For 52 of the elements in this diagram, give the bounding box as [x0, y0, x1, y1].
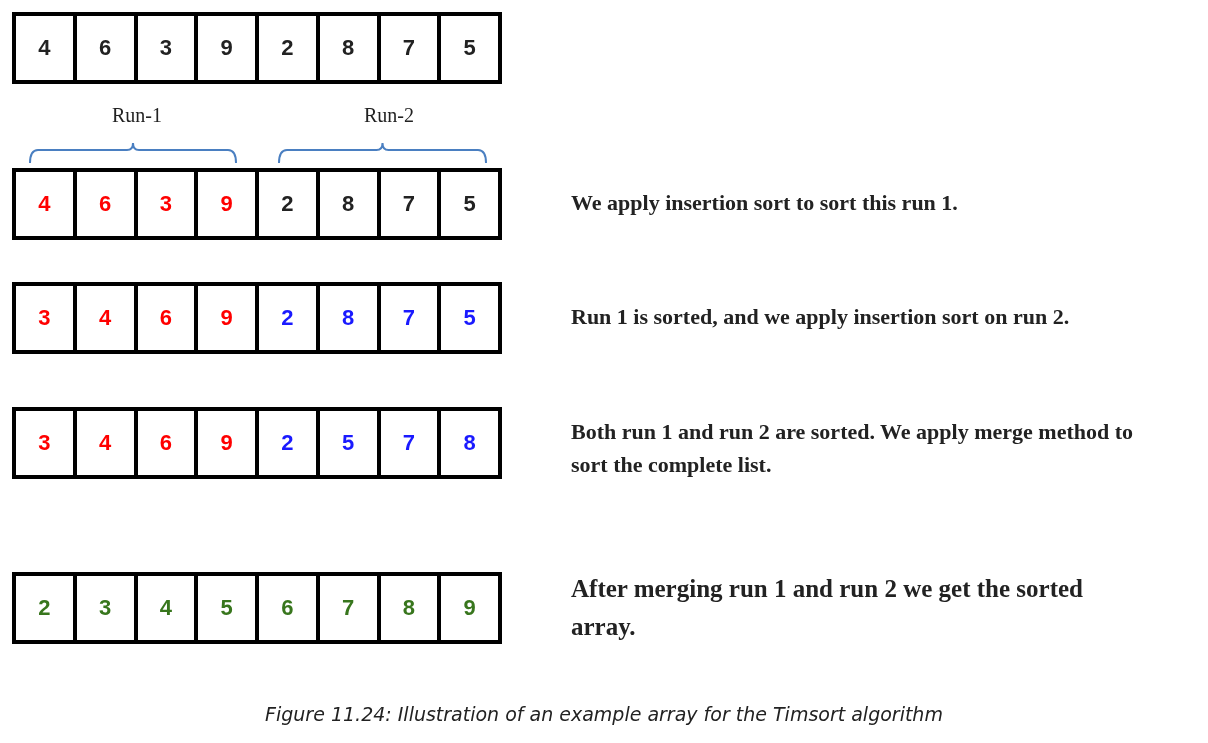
- run-label: Run-2: [364, 104, 414, 127]
- array-bar: [12, 12, 502, 84]
- array-cell: 8: [315, 172, 377, 236]
- array-cell: 8: [437, 411, 498, 475]
- array-cell: 5: [437, 172, 498, 236]
- run-label: Run-1: [112, 104, 162, 127]
- array-cell: 6: [72, 16, 134, 80]
- array-cell: 2: [16, 576, 73, 640]
- array-cell: 9: [437, 576, 498, 640]
- array-cell: 7: [315, 576, 377, 640]
- array-cell: 2: [255, 286, 316, 350]
- array-cell: 5: [315, 411, 377, 475]
- array-cell: 9: [194, 286, 255, 350]
- array-cell: 6: [72, 172, 134, 236]
- array-cell: 7: [376, 16, 438, 80]
- figure-caption: Figure 11.24: Illustration of an example array for the Timsort algorithm: [264, 703, 944, 725]
- step-description: After merging run 1 and run 2 we get the sorted array.: [571, 574, 1084, 642]
- array-cell: 5: [437, 286, 498, 350]
- array-cell: 3: [16, 411, 73, 475]
- array-cell: 4: [72, 411, 134, 475]
- array-cell: 8: [376, 576, 438, 640]
- array-cell: 7: [376, 286, 438, 350]
- array-cell: 4: [72, 286, 134, 350]
- array-cell: 6: [133, 286, 195, 350]
- array-cell: 5: [194, 576, 255, 640]
- array-cell: 3: [72, 576, 134, 640]
- array-cell: 6: [133, 411, 195, 475]
- array-cell: 8: [315, 286, 377, 350]
- array-cell: 8: [315, 16, 377, 80]
- step-description: Run 1 is sorted, and we apply insertion sort on run 2.: [571, 303, 1071, 331]
- array-cell: 9: [194, 16, 255, 80]
- array-cell: 2: [255, 16, 316, 80]
- array-cell: 5: [437, 16, 498, 80]
- array-cell: 7: [376, 172, 438, 236]
- array-cell: 4: [133, 576, 195, 640]
- array-cell: 7: [376, 411, 438, 475]
- array-bar: [12, 407, 502, 479]
- step-description: We apply insertion sort to sort this run 1.: [571, 189, 959, 217]
- array-bar: [12, 168, 502, 240]
- array-cell: 3: [133, 172, 195, 236]
- array-cell: 4: [16, 16, 73, 80]
- array-cell: 2: [255, 172, 316, 236]
- array-bar: [12, 282, 502, 354]
- array-cell: 6: [255, 576, 316, 640]
- array-cell: 2: [255, 411, 316, 475]
- array-bar: [12, 572, 502, 644]
- array-cell: 4: [16, 172, 73, 236]
- array-cell: 9: [194, 172, 255, 236]
- step-description: Both run 1 and run 2 are sorted. We apply merge method to sort the complete list.: [571, 418, 1135, 479]
- array-cell: 9: [194, 411, 255, 475]
- array-cell: 3: [16, 286, 73, 350]
- array-cell: 3: [133, 16, 195, 80]
